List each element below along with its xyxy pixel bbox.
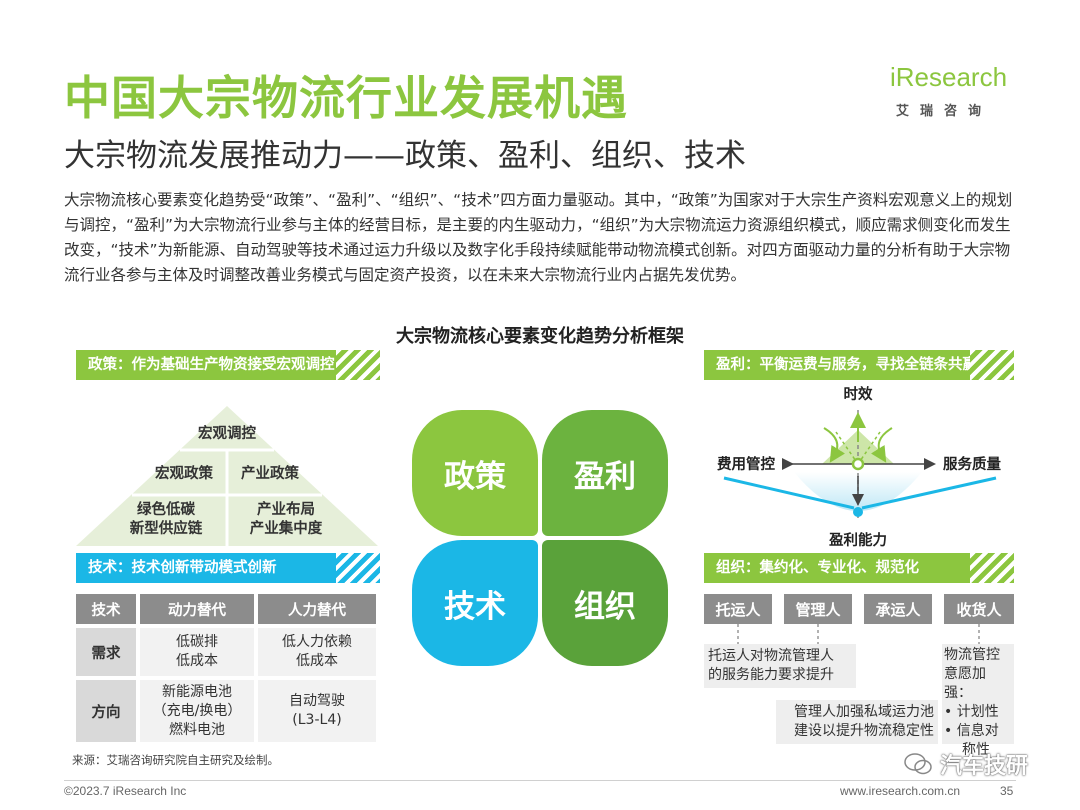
tech-row-label: 方向 <box>76 680 136 742</box>
profit-label-right: 服务质量 <box>943 455 1001 473</box>
cell-line: 低人力依赖 <box>282 634 352 650</box>
pyramid-bot-right-label-2: 产业集中度 <box>250 519 323 537</box>
profit-label-top: 时效 <box>844 385 873 403</box>
org-party-carrier: 承运人 <box>864 594 932 624</box>
org-banner: 组织：集约化、专业化、规范化 <box>704 553 1014 583</box>
logo-text: iResearch <box>890 62 1008 92</box>
org-note-shipper: 托运人对物流管理人 的服务能力要求提升 <box>704 644 856 688</box>
banner-stripe-decoration <box>336 553 380 583</box>
note-line: 信息对 <box>956 723 999 739</box>
note-line: 意愿加强： <box>944 666 986 701</box>
framework-title: 大宗物流核心要素变化趋势分析框架 <box>396 326 684 347</box>
tech-banner-label: 技术：技术创新带动模式创新 <box>88 560 277 576</box>
org-party-receiver: 收货人 <box>944 594 1014 624</box>
intro-paragraph: 大宗物流核心要素变化趋势受“政策”、“盈利”、“组织”、“技术”四方面力量驱动。… <box>64 191 1013 284</box>
profit-banner: 盈利：平衡运费与服务，寻找全链条共赢 <box>704 350 1014 380</box>
org-party-shipper: 托运人 <box>704 594 772 624</box>
org-note-receiver: 物流管控 意愿加强： • 计划性 • 信息对 称性 <box>942 644 1014 758</box>
source-note: 来源：艾瑞咨询研究院自主研究及绘制。 <box>72 753 279 767</box>
note-line: 托运人对物流管理人 <box>708 648 834 664</box>
pyramid-mid-left-label: 宏观政策 <box>155 464 213 482</box>
cell-line: 新能源电池 <box>162 683 232 700</box>
profit-balance-diagram: 时效 费用管控 服务质量 盈利能力 <box>717 385 1001 549</box>
page-number: 35 <box>1000 784 1014 798</box>
cell-line: 燃料电池 <box>169 721 225 738</box>
footer-divider <box>64 780 1016 781</box>
banner-stripe-decoration <box>970 553 1014 583</box>
pyramid-top-label: 宏观调控 <box>198 424 256 442</box>
quadrant-tech: 技术 <box>412 540 538 666</box>
profit-banner-label: 盈利：平衡运费与服务，寻找全链条共赢 <box>716 357 977 373</box>
note-bullet-item: • 信息对 <box>944 723 999 739</box>
pyramid-mid-right-label: 产业政策 <box>241 464 299 482</box>
org-party-manager: 管理人 <box>784 594 852 624</box>
policy-banner: 政策：作为基础生产物资接受宏观调控 <box>76 350 380 380</box>
quadrant-policy: 政策 <box>412 410 538 536</box>
cell-line: (L3-L4) <box>292 712 342 728</box>
cell-line: 低碳排 <box>176 634 218 650</box>
note-line: 物流管控 <box>944 647 1000 663</box>
note-line: 建设以提升物流稳定性 <box>794 723 934 739</box>
profit-label-bottom: 盈利能力 <box>828 531 887 549</box>
tech-table-cell: 低碳排 低成本 <box>140 628 254 676</box>
cell-line: 低成本 <box>176 653 218 669</box>
org-banner-label: 组织：集约化、专业化、规范化 <box>716 560 919 576</box>
org-note-manager: 管理人加强私域运力池 建设以提升物流稳定性 <box>776 700 938 744</box>
note-bullet-item: • 计划性 <box>944 704 999 720</box>
tech-banner: 技术：技术创新带动模式创新 <box>76 553 380 583</box>
watermark: 汽车技研 <box>940 754 1029 779</box>
profit-bottom-node <box>853 507 863 517</box>
profit-label-left: 费用管控 <box>717 455 775 473</box>
note-line: 计划性 <box>956 704 999 720</box>
policy-banner-label: 政策：作为基础生产物资接受宏观调控 <box>88 357 335 373</box>
note-line: 的服务能力要求提升 <box>708 667 834 683</box>
website-link[interactable]: www.iresearch.com.cn <box>840 784 961 798</box>
page-title: 中国大宗物流行业发展机遇 <box>64 71 628 125</box>
tech-table-cell: 低人力依赖 低成本 <box>258 628 376 676</box>
tech-table-cell: 新能源电池 （充电/换电） 燃料电池 <box>140 680 254 742</box>
tech-table-cell: 自动驾驶 (L3-L4) <box>258 680 376 742</box>
banner-stripe-decoration <box>970 350 1014 380</box>
cell-line: 低成本 <box>296 653 338 669</box>
pyramid-bot-left-label-2: 新型供应链 <box>130 519 203 537</box>
iresearch-logo: iResearch 艾瑞咨询 <box>890 62 1030 122</box>
cell-line: 自动驾驶 <box>289 693 345 709</box>
tech-table-header: 动力替代 <box>140 594 254 624</box>
logo-subtext: 艾瑞咨询 <box>896 104 993 119</box>
note-line: 称性 <box>962 742 990 758</box>
tech-row-label: 需求 <box>76 628 136 676</box>
tech-table-header: 人力替代 <box>258 594 376 624</box>
quadrant-profit: 盈利 <box>542 410 668 536</box>
pyramid-bot-left-label-1: 绿色低碳 <box>137 500 195 518</box>
org-connectors <box>737 624 980 644</box>
pyramid-bot-right-label-1: 产业布局 <box>257 500 315 518</box>
tech-table-header: 技术 <box>76 594 136 624</box>
profit-center-node <box>851 457 865 471</box>
copyright: ©2023.7 iResearch Inc <box>64 784 187 798</box>
wechat-icon <box>904 753 932 775</box>
policy-pyramid: 宏观调控 宏观政策 产业政策 绿色低碳 新型供应链 产业布局 产业集中度 <box>76 406 378 546</box>
banner-stripe-decoration <box>336 350 380 380</box>
cell-line: （充电/换电） <box>152 702 242 719</box>
page-subtitle: 大宗物流发展推动力——政策、盈利、组织、技术 <box>64 138 746 174</box>
note-line: 管理人加强私域运力池 <box>794 704 934 720</box>
quadrant-org: 组织 <box>542 540 668 666</box>
